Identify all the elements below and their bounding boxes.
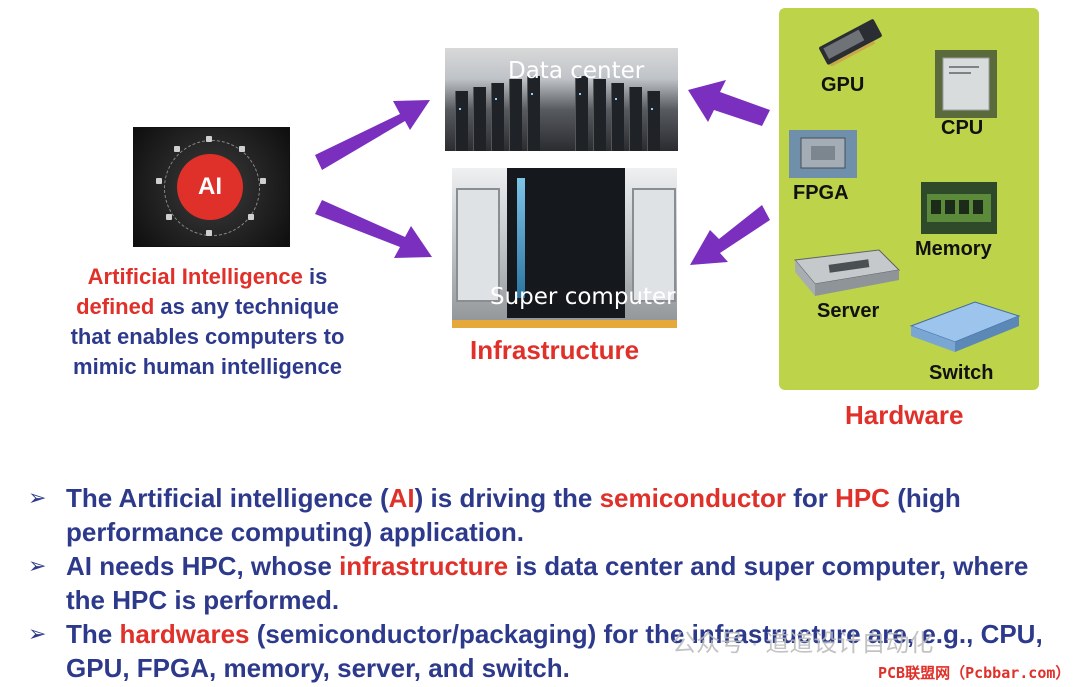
ai-def-line3: that enables computers to bbox=[70, 324, 345, 349]
infrastructure-title: Infrastructure bbox=[470, 335, 640, 365]
ai-network-dot bbox=[206, 230, 212, 236]
seg: semiconductor bbox=[599, 483, 786, 513]
seg: ) is driving the bbox=[414, 483, 600, 513]
hardware-label-cpu: CPU bbox=[941, 117, 984, 139]
memory-icon bbox=[921, 182, 997, 234]
bullet-item: ➢ The Artificial intelligence (AI) is dr… bbox=[28, 481, 1068, 549]
hardware-label-fpga: FPGA bbox=[793, 182, 849, 204]
ai-network-dot bbox=[260, 178, 266, 184]
bullet-arrow-icon: ➢ bbox=[28, 553, 47, 578]
seg: hardwares bbox=[119, 619, 250, 649]
bullet-arrow-icon: ➢ bbox=[28, 621, 47, 646]
seg: AI bbox=[388, 483, 415, 513]
seg: infrastructure bbox=[339, 551, 509, 581]
arrow-hardware-to-supercomputer bbox=[690, 205, 770, 265]
ai-network-dot bbox=[206, 136, 212, 142]
ai-badge-label: AI bbox=[177, 154, 243, 220]
seg: AI needs HPC, whose bbox=[66, 551, 340, 581]
ai-network-dot bbox=[156, 178, 162, 184]
hardware-label-server: Server bbox=[817, 300, 880, 322]
ai-def-is: is bbox=[302, 264, 328, 289]
ai-network-dot bbox=[239, 146, 245, 152]
ai-network-dot bbox=[248, 214, 254, 220]
ai-badge: AI bbox=[169, 154, 251, 220]
ai-def-defined: defined bbox=[76, 294, 155, 319]
arrow-ai-to-datacenter bbox=[315, 100, 430, 170]
arrow-hardware-to-datacenter bbox=[688, 80, 770, 126]
datacenter-photo bbox=[445, 48, 678, 151]
seg: The Artificial intelligence ( bbox=[66, 483, 389, 513]
gpu-icon bbox=[819, 19, 882, 66]
ai-network-dot bbox=[174, 146, 180, 152]
hardware-label-switch: Switch bbox=[929, 362, 994, 384]
hardware-title: Hardware bbox=[845, 400, 964, 430]
ai-network-dot bbox=[166, 214, 172, 220]
seg: (semiconductor/packaging) for the infras… bbox=[66, 619, 1043, 683]
fpga-icon bbox=[789, 130, 857, 178]
supercomputer-label: Super computer bbox=[490, 284, 676, 310]
bullet-item: ➢ The hardwares (semiconductor/packaging… bbox=[28, 617, 1068, 685]
bullet-arrow-icon: ➢ bbox=[28, 485, 47, 510]
seg: for bbox=[785, 483, 836, 513]
bullet-list: ➢ The Artificial intelligence (AI) is dr… bbox=[28, 481, 1068, 685]
seg: (high performance computing) application… bbox=[66, 483, 961, 547]
arrow-ai-to-supercomputer bbox=[315, 200, 432, 258]
watermark-wechat: 公众号 · 道道设计自动化 bbox=[672, 630, 934, 657]
ai-icon-ring bbox=[164, 140, 260, 236]
ai-definition-text: Artificial Intelligence is defined as an… bbox=[40, 262, 375, 382]
seg: The bbox=[66, 619, 120, 649]
watermark-site: PCB联盟网（Pcbbar.com） bbox=[878, 664, 1071, 682]
ai-def-line4: mimic human intelligence bbox=[73, 354, 342, 379]
cpu-icon bbox=[935, 50, 997, 118]
hardware-label-memory: Memory bbox=[915, 238, 992, 260]
hardware-label-gpu: GPU bbox=[821, 74, 865, 96]
supercomputer-photo bbox=[452, 168, 677, 328]
server-icon bbox=[794, 249, 901, 296]
ai-def-rest: as any technique bbox=[154, 294, 339, 319]
ai-def-term: Artificial Intelligence bbox=[87, 264, 303, 289]
seg: is data center and super computer, where… bbox=[66, 551, 1029, 615]
bullet-item: ➢ AI needs HPC, whose infrastructure is … bbox=[28, 549, 1068, 617]
datacenter-label: Data center bbox=[508, 58, 645, 84]
switch-icon bbox=[909, 301, 1021, 352]
seg: HPC bbox=[835, 483, 890, 513]
hardware-panel: GPU CPU FPGA Memory Server Switch bbox=[779, 8, 1039, 390]
